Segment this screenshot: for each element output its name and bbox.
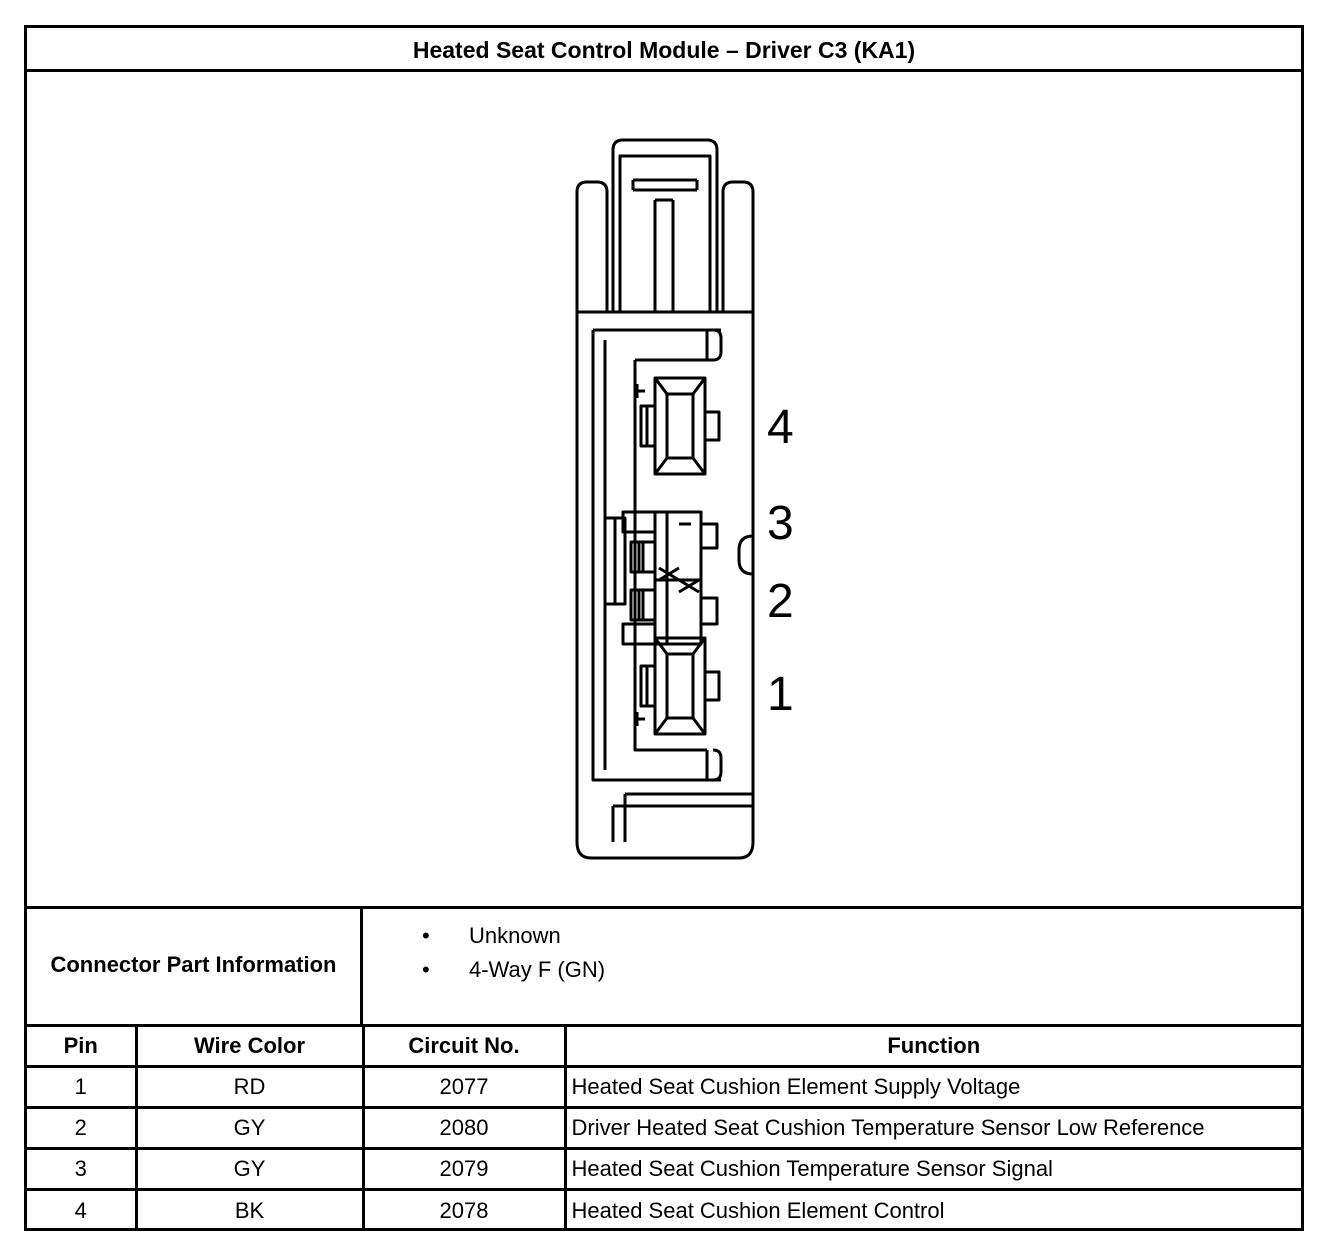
cell-wire-color: BK	[134, 1188, 365, 1231]
cell-function: Heated Seat Cushion Temperature Sensor S…	[563, 1147, 1301, 1191]
cell-function: Heated Seat Cushion Element Control	[563, 1188, 1301, 1231]
pin-label-1: 1	[767, 668, 794, 721]
cell-circuit: 2077	[361, 1065, 567, 1109]
cell-function: Driver Heated Seat Cushion Temperature S…	[563, 1106, 1301, 1150]
part-info-item: • 4-Way F (GN)	[365, 953, 605, 987]
cell-wire-color: RD	[134, 1065, 365, 1109]
cell-wire-color: GY	[134, 1147, 365, 1191]
part-info-label: Connector Part Information	[27, 909, 363, 1024]
pin-label-2: 2	[767, 575, 794, 628]
cell-pin: 1	[27, 1065, 138, 1109]
terminal-cavity-2	[621, 578, 719, 646]
cell-circuit: 2079	[361, 1147, 567, 1191]
terminal-cavity-1	[635, 636, 721, 736]
pin-label-3: 3	[767, 497, 794, 550]
cell-wire-color: GY	[134, 1106, 365, 1150]
part-info-text: 4-Way F (GN)	[469, 957, 606, 982]
connector-cavity-frame	[591, 328, 754, 842]
table-header-row: Pin Wire Color Circuit No. Function	[27, 1024, 1301, 1068]
connector-latch	[611, 138, 719, 312]
header-pin: Pin	[27, 1024, 138, 1068]
part-info-text: Unknown	[469, 923, 561, 948]
page-title: Heated Seat Control Module – Driver C3 (…	[27, 28, 1301, 72]
header-wire-color: Wire Color	[134, 1024, 365, 1068]
cell-circuit: 2078	[361, 1188, 567, 1231]
table-row: 3 GY 2079 Heated Seat Cushion Temperatur…	[27, 1147, 1301, 1191]
cell-function: Heated Seat Cushion Element Supply Volta…	[563, 1065, 1301, 1109]
pin-table: Pin Wire Color Circuit No. Function 1 RD…	[27, 1024, 1301, 1231]
part-info-list: • Unknown • 4-Way F (GN)	[365, 919, 605, 987]
connector-side-rails	[575, 180, 755, 312]
cell-pin: 4	[27, 1188, 138, 1231]
pin-label-4: 4	[767, 401, 794, 454]
header-function: Function	[563, 1024, 1301, 1068]
part-info-item: • Unknown	[365, 919, 605, 953]
table-row: 1 RD 2077 Heated Seat Cushion Element Su…	[27, 1065, 1301, 1109]
terminal-cavity-4	[635, 376, 721, 476]
connector-sheet: Heated Seat Control Module – Driver C3 (…	[24, 25, 1304, 1231]
bullet-icon: •	[422, 923, 430, 948]
cell-circuit: 2080	[361, 1106, 567, 1150]
connector-drawing: 4 3 2 1	[27, 72, 1301, 906]
connector-body	[575, 310, 755, 860]
terminal-cavity-3	[621, 510, 719, 582]
header-circuit: Circuit No.	[361, 1024, 567, 1068]
table-row: 4 BK 2078 Heated Seat Cushion Element Co…	[27, 1188, 1301, 1231]
cell-pin: 3	[27, 1147, 138, 1191]
cell-pin: 2	[27, 1106, 138, 1150]
bullet-icon: •	[422, 957, 430, 982]
table-row: 2 GY 2080 Driver Heated Seat Cushion Tem…	[27, 1106, 1301, 1150]
connector-part-info: Connector Part Information • Unknown • 4-W…	[27, 906, 1301, 1024]
connector-face-view: 4 3 2 1	[575, 138, 794, 860]
